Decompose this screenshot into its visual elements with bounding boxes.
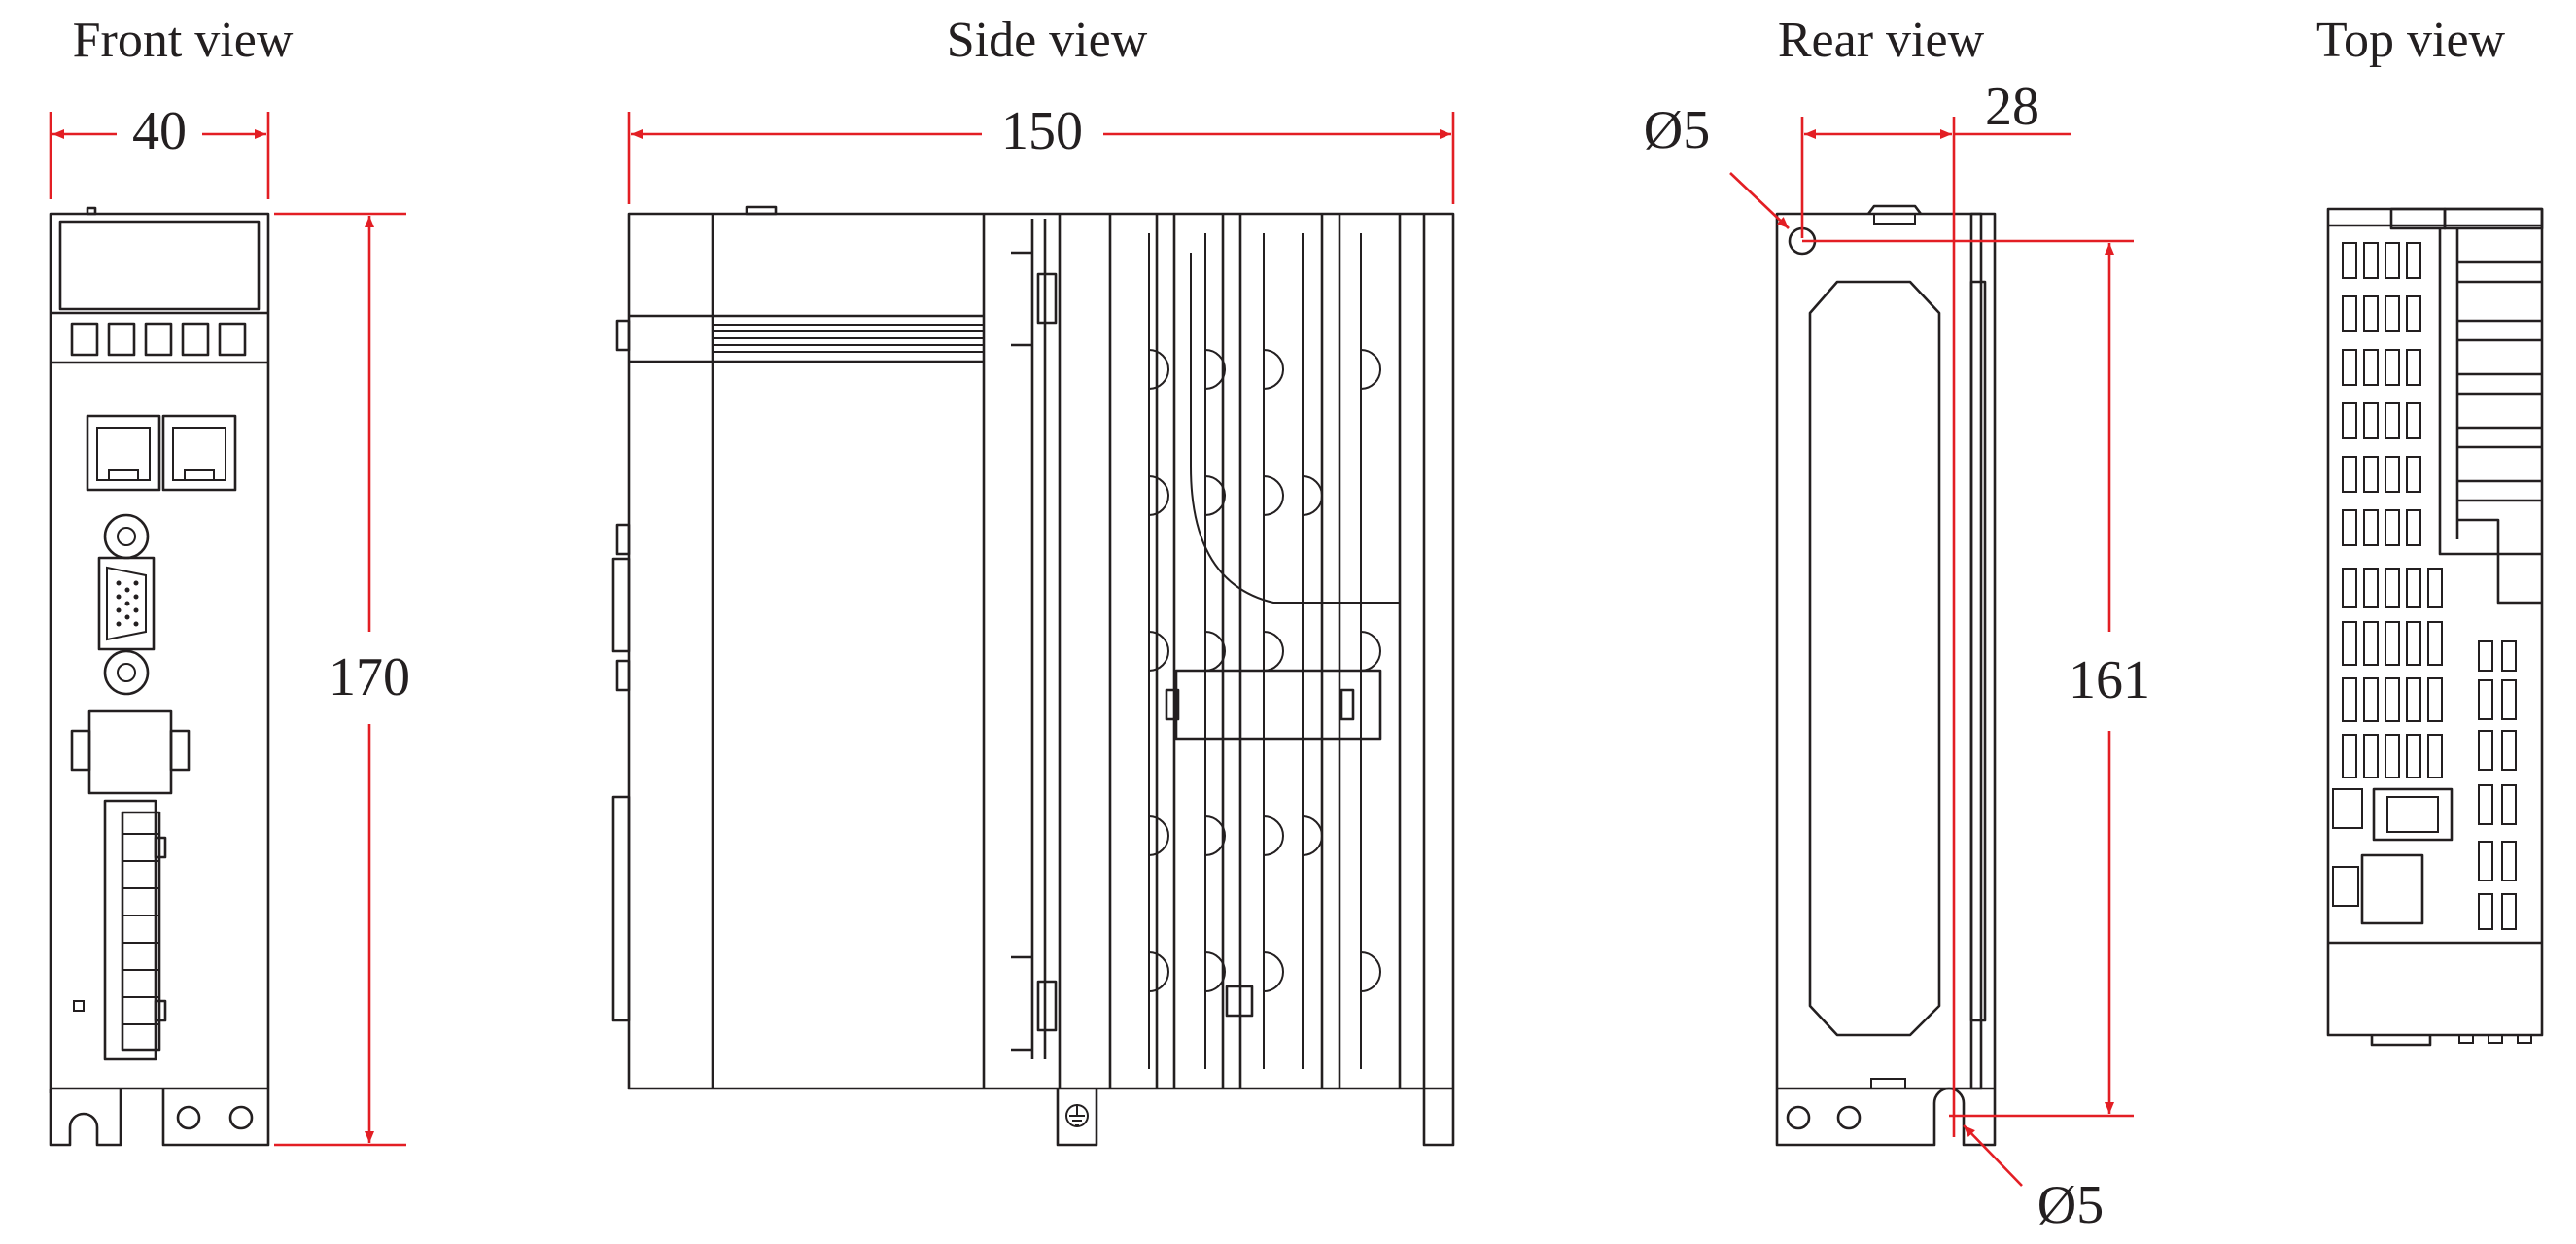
side-view — [611, 205, 1455, 1147]
top-view-title: Top view — [2316, 13, 2506, 68]
dim-rear-height: 161 — [2069, 650, 2150, 710]
front-view — [49, 206, 270, 1147]
dim-front-width: 40 — [132, 101, 187, 161]
top-heatsink — [2438, 228, 2542, 605]
dim-front-height: 170 — [329, 647, 410, 708]
dsub-connector — [97, 513, 156, 696]
side-dimensions: 150 — [627, 101, 1455, 204]
side-heatsink — [1030, 214, 1426, 1088]
rj45-ports — [86, 414, 237, 492]
dim-rear-hole-bottom: Ø5 — [2037, 1175, 2104, 1235]
top-view — [2326, 207, 2544, 1047]
encoder-connector — [70, 709, 191, 795]
rear-view-title: Rear view — [1778, 13, 1985, 68]
front-dimensions: 40 170 — [49, 101, 410, 1147]
rear-view — [1775, 204, 1997, 1147]
terminal-block — [73, 799, 167, 1061]
rear-dimensions: 28 Ø5 161 Ø5 — [1644, 77, 2150, 1235]
side-view-title: Side view — [947, 13, 1148, 68]
front-view-title: Front view — [73, 13, 294, 68]
dim-rear-hole-spacing: 28 — [1985, 77, 2039, 137]
dim-side-depth: 150 — [1001, 101, 1083, 161]
top-vent-grid — [2342, 242, 2517, 930]
dim-rear-hole-top: Ø5 — [1644, 100, 1710, 160]
front-keypad — [70, 322, 247, 357]
